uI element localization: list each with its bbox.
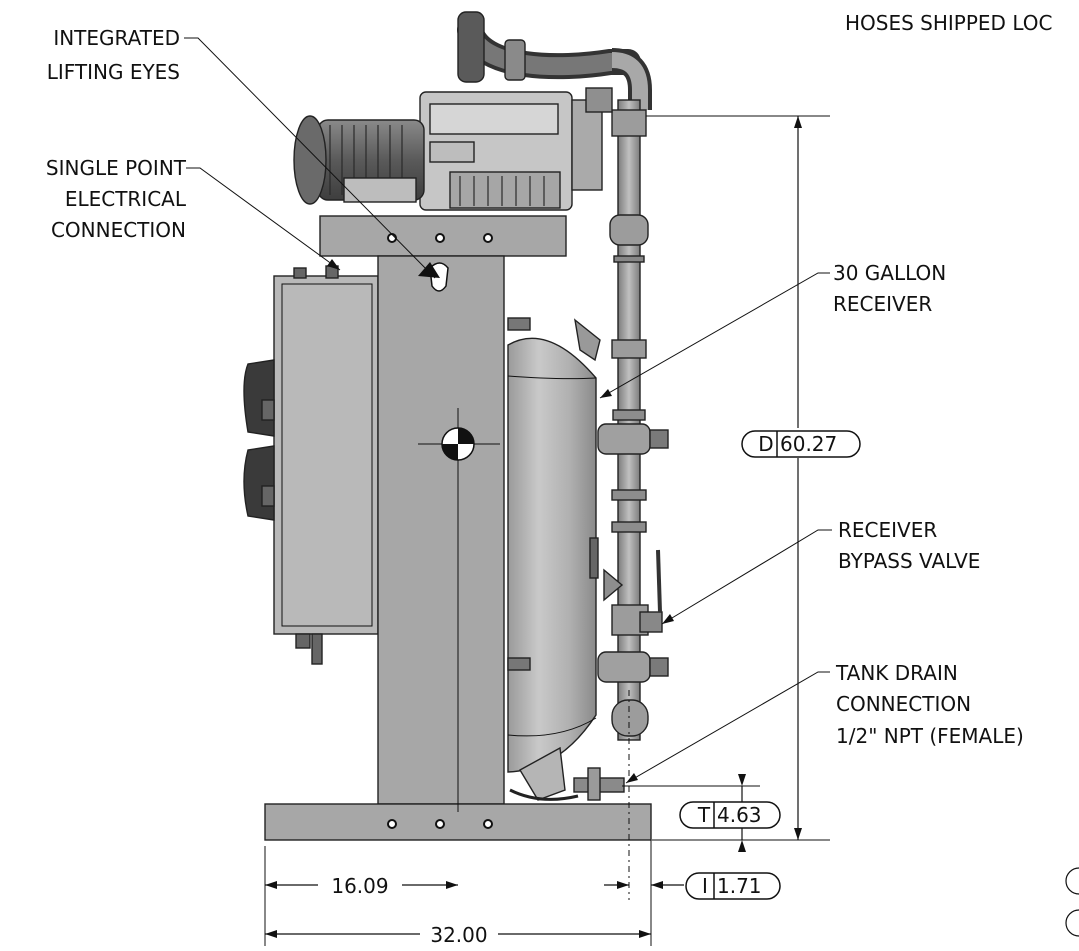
electrical-label-line2: ELECTRICAL <box>65 187 187 211</box>
center-of-gravity-icon <box>418 408 500 812</box>
receiver-label-line2: RECEIVER <box>833 292 932 316</box>
height-callout: D 60.27 <box>741 430 861 458</box>
bypass-label-line1: RECEIVER <box>838 518 937 542</box>
overall-width-value: 32.00 <box>430 923 487 947</box>
drain-label-line3: 1/2" NPT (FEMALE) <box>836 724 1024 748</box>
drain-height-dimension <box>622 774 760 852</box>
disconnect-handle-lower <box>243 445 275 521</box>
hose-assembly <box>457 11 652 110</box>
partial-callout-2 <box>1065 909 1079 937</box>
drain-height-value: 4.63 <box>717 803 762 827</box>
base-bolt-holes <box>387 819 493 829</box>
drain-height-tag: T <box>697 803 711 827</box>
tank-ports <box>597 423 669 683</box>
frame-post <box>377 255 505 805</box>
drain-offset-dimension <box>604 690 684 946</box>
height-value: 60.27 <box>780 432 837 456</box>
electric-motor <box>293 115 425 205</box>
drain-height-callout: T 4.63 <box>679 801 781 829</box>
vacuum-pump <box>419 87 613 211</box>
leader-lines <box>184 37 832 784</box>
cg-x-value: 16.09 <box>331 874 388 898</box>
platform-bolt-holes <box>387 233 493 243</box>
tank-drain <box>509 746 625 801</box>
hoses-note: HOSES SHIPPED LOC <box>845 11 1052 35</box>
drain-offset-callout: I 1.71 <box>685 872 781 900</box>
electrical-label-line1: SINGLE POINT <box>46 156 187 180</box>
cg-x-dimension <box>264 846 458 946</box>
drain-label-line1: TANK DRAIN <box>835 661 958 685</box>
disconnect-handle-upper <box>243 359 275 437</box>
drain-label-line2: CONNECTION <box>836 692 971 716</box>
drain-offset-value: 1.71 <box>717 874 762 898</box>
vertical-pipe <box>609 99 649 741</box>
overall-width-dimension <box>265 930 651 938</box>
receiver-tank <box>507 317 601 773</box>
height-dimension <box>646 115 830 841</box>
control-panel <box>273 265 379 665</box>
partial-callout-1 <box>1065 867 1079 895</box>
electrical-label-line3: CONNECTION <box>51 218 186 242</box>
bypass-label-line2: BYPASS VALVE <box>838 549 980 573</box>
height-tag: D <box>758 432 773 456</box>
receiver-label-line1: 30 GALLON <box>833 261 946 285</box>
lifting-eyes-label-line1: INTEGRATED <box>53 26 180 50</box>
drain-offset-tag: I <box>702 874 708 898</box>
lifting-eyes-label-line2: LIFTING EYES <box>47 60 180 84</box>
bypass-valve <box>603 549 663 633</box>
